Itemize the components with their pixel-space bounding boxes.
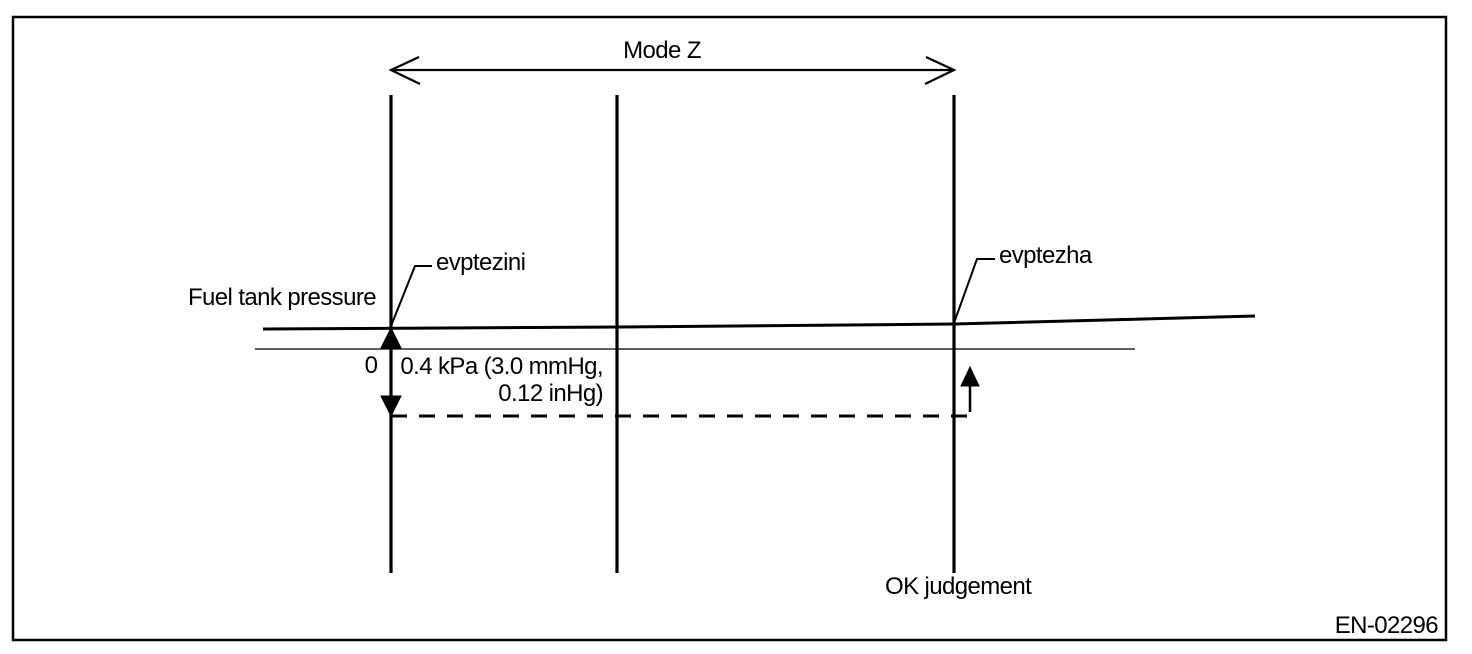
evptezini-leader-line [390, 265, 432, 327]
threshold-value-line1: 0.4 kPa (3.0 mmHg, [400, 353, 603, 380]
ok-judgement-label: OK judgement [885, 573, 1032, 600]
threshold-double-arrow [380, 326, 402, 418]
evptezha-label: evptezha [999, 242, 1092, 269]
pressure-trace-line [262, 314, 1256, 331]
threshold-value-label: 0.4 kPa (3.0 mmHg, 0.12 inHg) [350, 353, 603, 407]
threshold-value-line2: 0.12 inHg) [498, 380, 603, 407]
fuel-tank-pressure-label: Fuel tank pressure [188, 284, 377, 311]
zero-label: 0 [364, 352, 378, 379]
figure-code-label: EN-02296 [1334, 612, 1439, 639]
ok-judgement-up-arrow [960, 365, 980, 412]
arrowhead-up [380, 326, 402, 349]
figure-border [11, 15, 1448, 642]
arrowhead-up-small [960, 365, 980, 387]
mode-z-label: Mode Z [623, 37, 701, 64]
arrowhead-down [380, 395, 402, 418]
mode-z-span-arrow [388, 56, 957, 85]
evptezha-leader-line [953, 258, 995, 324]
arrowhead-left-chevron [388, 56, 421, 85]
evptezini-label: evptezini [436, 249, 526, 276]
arrowhead-right-chevron [924, 56, 957, 85]
